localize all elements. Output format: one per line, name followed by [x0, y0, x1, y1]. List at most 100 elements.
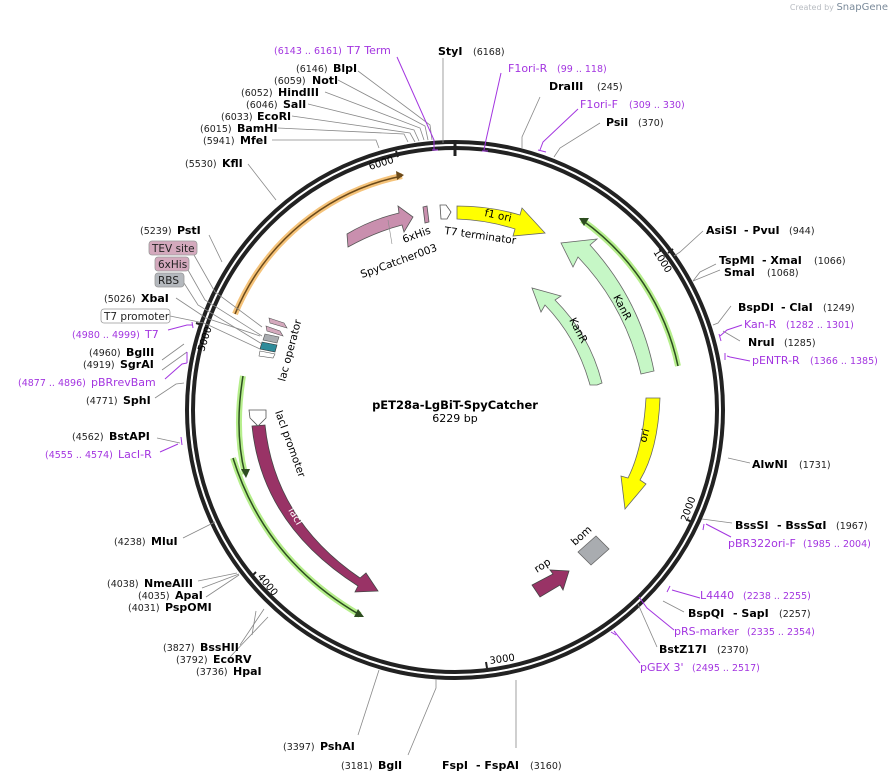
svg-text:ori: ori	[637, 427, 652, 443]
svg-text:(1731): (1731)	[799, 460, 831, 471]
svg-text:(5239): (5239)	[140, 226, 172, 237]
svg-text:6xHis: 6xHis	[158, 259, 187, 271]
svg-text:T7 Term: T7 Term	[346, 44, 391, 57]
svg-text:- XmaI: - XmaI	[762, 254, 802, 267]
svg-text:SalI: SalI	[283, 98, 306, 111]
enzyme-psii: PsiI(370)	[606, 116, 664, 129]
enzyme-sali: (6046) SalI	[246, 98, 306, 111]
svg-text:(4980 .. 4999): (4980 .. 4999)	[72, 330, 140, 341]
svg-text:(4877 .. 4896): (4877 .. 4896)	[18, 378, 86, 389]
enzyme-labels-left: (6146)BlpI (6059)NotI (6052)HindIII (604…	[72, 62, 402, 772]
enzyme-alwni: AlwNI(1731)	[752, 458, 831, 471]
svg-text:BssSI: BssSI	[735, 519, 769, 532]
svg-text:(4238): (4238)	[114, 537, 146, 548]
feature-laci: lacI	[251, 424, 379, 593]
svg-text:SmaI: SmaI	[724, 266, 755, 279]
svg-text:PstI: PstI	[177, 224, 201, 237]
primer-pentr-r: pENTR-R(1366 .. 1385)	[752, 354, 878, 367]
svg-text:(245): (245)	[597, 82, 623, 93]
svg-text:(1366 .. 1385): (1366 .. 1385)	[810, 356, 878, 367]
svg-text:NotI: NotI	[312, 74, 338, 87]
svg-text:(309 .. 330): (309 .. 330)	[629, 100, 685, 111]
snapgene-logo: SnapGene	[836, 2, 888, 13]
svg-text:pBR322ori-F: pBR322ori-F	[728, 537, 796, 550]
svg-text:(2238 .. 2255): (2238 .. 2255)	[743, 591, 811, 602]
svg-text:lacI promoter: lacI promoter	[272, 409, 308, 480]
svg-text:DraIII: DraIII	[549, 80, 583, 93]
svg-text:MfeI: MfeI	[240, 134, 267, 147]
enzyme-hpai: (3736) HpaI	[196, 665, 262, 678]
svg-text:TspMI: TspMI	[719, 254, 755, 267]
enzyme-pspomi: (4031)PspOMI	[128, 601, 212, 614]
svg-text:(6033): (6033)	[221, 112, 253, 123]
svg-text:3000: 3000	[489, 653, 516, 667]
svg-text:(6168): (6168)	[473, 47, 505, 58]
primer-prs-marker: pRS-marker(2335 .. 2354)	[674, 625, 815, 638]
svg-text:BstAPI: BstAPI	[109, 430, 150, 443]
svg-text:PsiI: PsiI	[606, 116, 628, 129]
svg-text:(1985 .. 2004): (1985 .. 2004)	[803, 539, 871, 550]
svg-text:(3736): (3736)	[196, 667, 228, 678]
primer-leader-lines	[159, 56, 751, 664]
enzyme-tspmi-xmai: TspMI - XmaI (1066)	[719, 254, 846, 267]
svg-text:SphI: SphI	[123, 394, 151, 407]
enzyme-fspi-fspai: FspI- FspAI(3160)	[442, 759, 562, 772]
svg-text:BglI: BglI	[378, 759, 402, 772]
feature-kanr-outer: KanR	[560, 238, 655, 375]
feature-lac-operator-cluster: lac operator	[258, 317, 305, 383]
enzyme-xbai: (5026)XbaI	[104, 292, 169, 305]
svg-text:6000: 6000	[368, 155, 396, 173]
svg-text:EcoRV: EcoRV	[213, 653, 252, 666]
svg-text:pBRrevBam: pBRrevBam	[91, 376, 156, 389]
svg-text:(4960): (4960)	[89, 348, 121, 359]
enzyme-ecori: (6033)EcoRI	[221, 110, 291, 123]
svg-text:(4038): (4038)	[107, 579, 139, 590]
svg-text:pRS-marker: pRS-marker	[674, 625, 739, 638]
enzyme-sphi: (4771) SphI	[86, 394, 151, 407]
svg-text:(6143 .. 6161): (6143 .. 6161)	[274, 46, 342, 57]
svg-text:(1249): (1249)	[823, 303, 855, 314]
svg-text:(4035): (4035)	[138, 591, 170, 602]
svg-text:(6052): (6052)	[241, 88, 273, 99]
svg-text:KflI: KflI	[222, 157, 243, 170]
enzyme-smai: SmaI(1068)	[724, 266, 799, 279]
svg-text:(6059): (6059)	[274, 76, 306, 87]
label-box-tev-site: TEV site	[148, 240, 198, 256]
svg-text:T7: T7	[144, 328, 159, 341]
svg-text:F1ori-F: F1ori-F	[580, 98, 618, 111]
feature-rop: rop	[531, 556, 570, 598]
primer-t7-term: (6143 .. 6161) T7 Term	[274, 44, 391, 57]
orf-arc-kanr	[579, 217, 681, 367]
enzyme-bglii: (4960)BglII	[89, 346, 154, 359]
svg-text:(6046): (6046)	[246, 100, 278, 111]
svg-text:BspDI: BspDI	[738, 301, 774, 314]
orf-arc-left-2	[230, 457, 364, 618]
svg-text:(1066): (1066)	[814, 256, 846, 267]
svg-text:(4771): (4771)	[86, 396, 118, 407]
enzyme-mlui: (4238)MluI	[114, 535, 178, 548]
svg-text:(1282 .. 1301): (1282 .. 1301)	[786, 320, 854, 331]
enzyme-bsssi: BssSI- BssSαI(1967)	[735, 519, 868, 532]
primer-f1ori-r: F1ori-R(99 .. 118)	[508, 62, 607, 75]
feature-bom: bom	[569, 524, 610, 566]
svg-text:(3160): (3160)	[530, 761, 562, 772]
svg-text:L4440: L4440	[700, 589, 734, 602]
svg-text:RBS: RBS	[158, 275, 179, 287]
svg-text:(2495 .. 2517): (2495 .. 2517)	[692, 663, 760, 674]
svg-text:- BssSαI: - BssSαI	[777, 519, 826, 532]
enzyme-bsshii: (3827)BssHII	[163, 641, 239, 654]
feature-kanr-inner: KanR	[531, 287, 603, 386]
svg-text:HpaI: HpaI	[233, 665, 262, 678]
enzyme-bamhi: (6015)BamHI	[200, 122, 278, 135]
svg-text:(944): (944)	[789, 226, 815, 237]
enzyme-draiii: DraIII (245)	[549, 80, 623, 93]
primer-pbrrevbam: (4877 .. 4896) pBRrevBam	[18, 376, 156, 389]
tick-3000: 3000	[485, 653, 516, 669]
feature-f1-ori: f1 ori	[456, 205, 546, 237]
primer-laci-r: (4555 .. 4574)LacI-R	[45, 448, 152, 461]
label-leader-lines	[154, 58, 751, 756]
svg-text:pGEX 3': pGEX 3'	[640, 661, 684, 674]
svg-text:(3792): (3792)	[176, 655, 208, 666]
enzyme-styi: StyI(6168)	[438, 45, 505, 58]
